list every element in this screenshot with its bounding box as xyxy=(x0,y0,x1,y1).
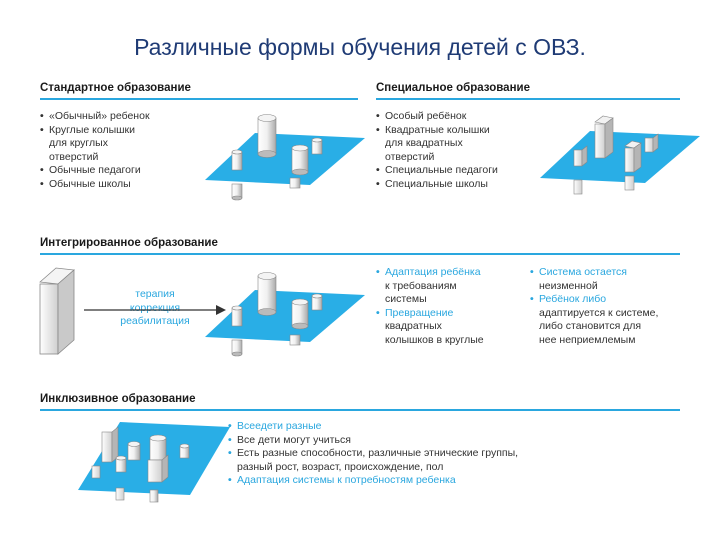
round-peg xyxy=(150,435,166,460)
special-block xyxy=(40,268,74,354)
inclusive-platform xyxy=(78,422,230,502)
integrated-platform xyxy=(205,273,365,357)
round-peg xyxy=(116,456,126,472)
standard-platform xyxy=(205,115,365,201)
round-peg xyxy=(258,115,276,158)
square-peg xyxy=(102,427,118,462)
round-peg xyxy=(292,145,308,175)
round-peg xyxy=(292,299,308,329)
square-peg xyxy=(595,116,613,158)
special-platform xyxy=(540,116,700,194)
round-peg xyxy=(232,150,242,170)
arrow-icon xyxy=(84,305,226,315)
round-peg xyxy=(312,138,322,154)
round-peg xyxy=(258,273,276,316)
square-peg xyxy=(92,466,100,478)
round-peg xyxy=(312,294,322,310)
round-peg xyxy=(232,306,242,326)
square-peg xyxy=(625,141,641,172)
round-peg xyxy=(128,442,140,461)
round-peg xyxy=(180,444,189,458)
